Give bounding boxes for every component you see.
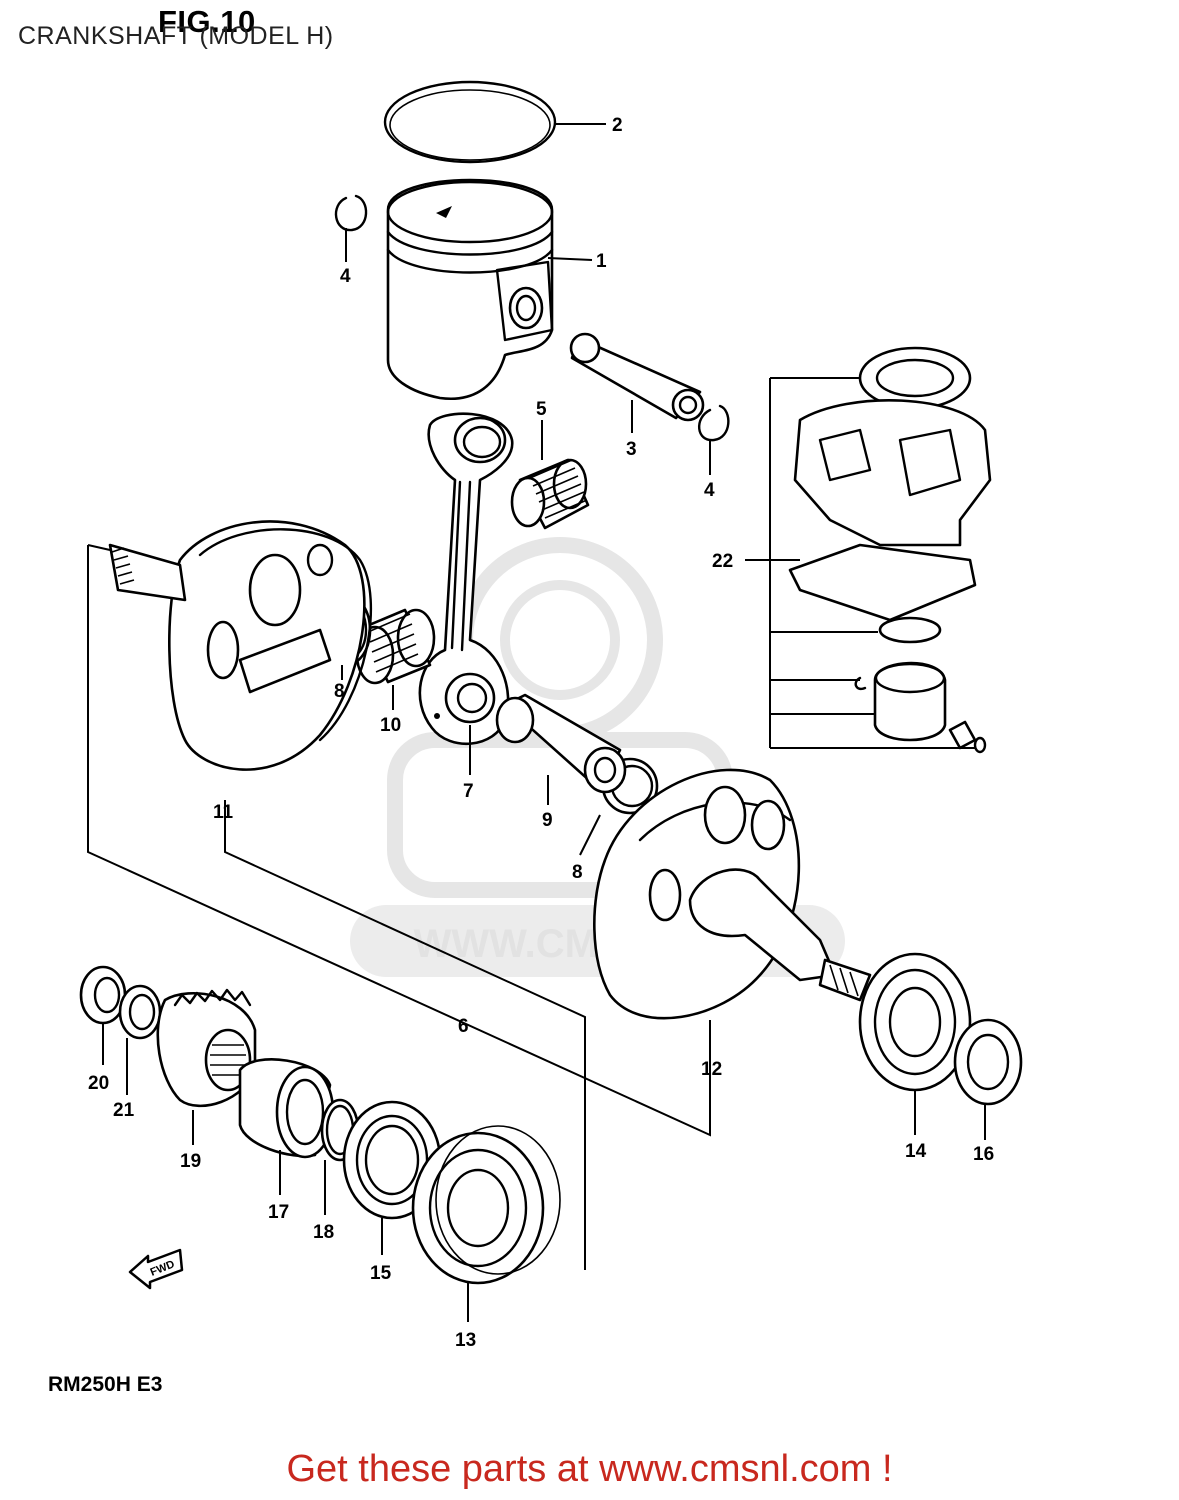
callout-4-right: 4 — [704, 480, 715, 501]
callout-2: 2 — [612, 115, 623, 136]
callout-19: 19 — [180, 1151, 201, 1172]
callout-4-top: 4 — [340, 266, 351, 287]
right-oil-seal-part — [953, 1018, 1023, 1106]
left-main-bearing-part — [411, 1125, 561, 1285]
callout-20: 20 — [88, 1073, 109, 1094]
spacer-part — [238, 1058, 335, 1159]
callout-13: 13 — [455, 1330, 476, 1351]
figure-subtitle: CRANKSHAFT (MODEL H) — [18, 22, 334, 50]
lock-washer-part — [118, 984, 162, 1040]
small-end-bearing-part — [510, 458, 590, 530]
promo-banner: Get these parts at www.cmsnl.com ! — [286, 1448, 893, 1490]
callout-8-right: 8 — [572, 862, 583, 883]
callout-7: 7 — [463, 781, 474, 802]
right-crank-half-part — [593, 768, 872, 1020]
callout-15: 15 — [370, 1263, 392, 1284]
callout-14: 14 — [905, 1141, 927, 1162]
left-crank-half-part — [108, 520, 372, 771]
assembly-bracket — [87, 544, 711, 1270]
figure-title: FIG.10 — [158, 4, 256, 39]
forward-arrow-icon: FWD — [128, 1248, 184, 1290]
callout-21: 21 — [113, 1100, 135, 1121]
callout-labels: 1 2 3 4 4 5 6 7 8 8 9 10 11 12 13 14 15 … — [88, 115, 994, 1351]
crank-pin-part — [495, 693, 627, 794]
callout-12: 12 — [701, 1059, 722, 1080]
callout-17: 17 — [268, 1202, 289, 1223]
model-code: RM250H E3 — [48, 1373, 163, 1396]
callout-5: 5 — [536, 399, 547, 420]
callout-6: 6 — [458, 1016, 469, 1037]
callout-1: 1 — [596, 251, 607, 272]
leader-lines — [102, 123, 986, 1322]
crank-nut-part — [79, 965, 127, 1025]
right-main-bearing-part — [858, 952, 972, 1092]
callout-16: 16 — [973, 1144, 994, 1165]
piston-ring-part — [383, 80, 557, 164]
piston-pin-part — [569, 332, 705, 422]
callout-11: 11 — [213, 802, 234, 823]
callout-9: 9 — [542, 810, 553, 831]
callout-10: 10 — [380, 715, 401, 736]
circlip-part — [334, 194, 730, 442]
connecting-rod-part — [418, 412, 514, 746]
callout-22: 22 — [712, 551, 733, 572]
callout-3: 3 — [626, 439, 637, 460]
callout-8-left: 8 — [334, 681, 345, 702]
top-end-kit-part — [769, 346, 992, 754]
callout-18: 18 — [313, 1222, 334, 1243]
piston-part — [386, 178, 554, 401]
